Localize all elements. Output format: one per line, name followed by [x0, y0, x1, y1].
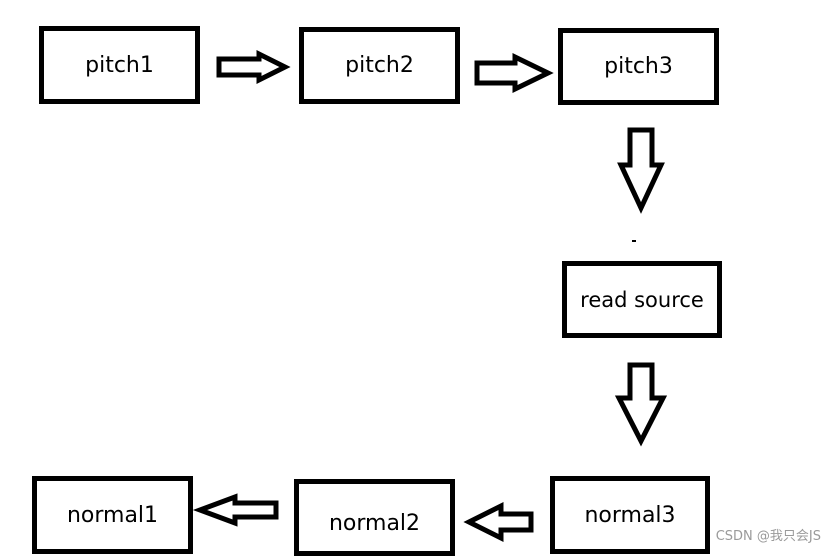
node-normal3-label: normal3: [584, 502, 676, 528]
node-pitch1: pitch1: [39, 26, 200, 104]
node-normal3: normal3: [550, 476, 710, 554]
node-pitch2: pitch2: [299, 27, 460, 104]
node-normal2-label: normal2: [328, 511, 421, 536]
node-normal1-label: normal1: [66, 502, 159, 528]
node-pitch3: pitch3: [558, 28, 719, 105]
arrow-down-icon: [614, 362, 668, 447]
node-pitch3-label: pitch3: [604, 54, 673, 79]
node-normal2: normal2: [294, 479, 455, 556]
arrow-left-icon: [463, 501, 534, 543]
stray-mark: [632, 240, 636, 242]
node-normal1: normal1: [32, 476, 193, 554]
arrow-down-icon: [617, 127, 665, 214]
node-pitch2-label: pitch2: [345, 53, 414, 78]
arrow-left-icon: [192, 493, 279, 527]
node-read-source-label: read source: [580, 287, 704, 312]
arrow-right-icon: [216, 49, 291, 85]
node-pitch1-label: pitch1: [85, 52, 154, 78]
watermark: CSDN @我只会JS: [715, 529, 821, 544]
node-read-source: read source: [562, 261, 722, 338]
arrow-right-icon: [474, 53, 554, 93]
